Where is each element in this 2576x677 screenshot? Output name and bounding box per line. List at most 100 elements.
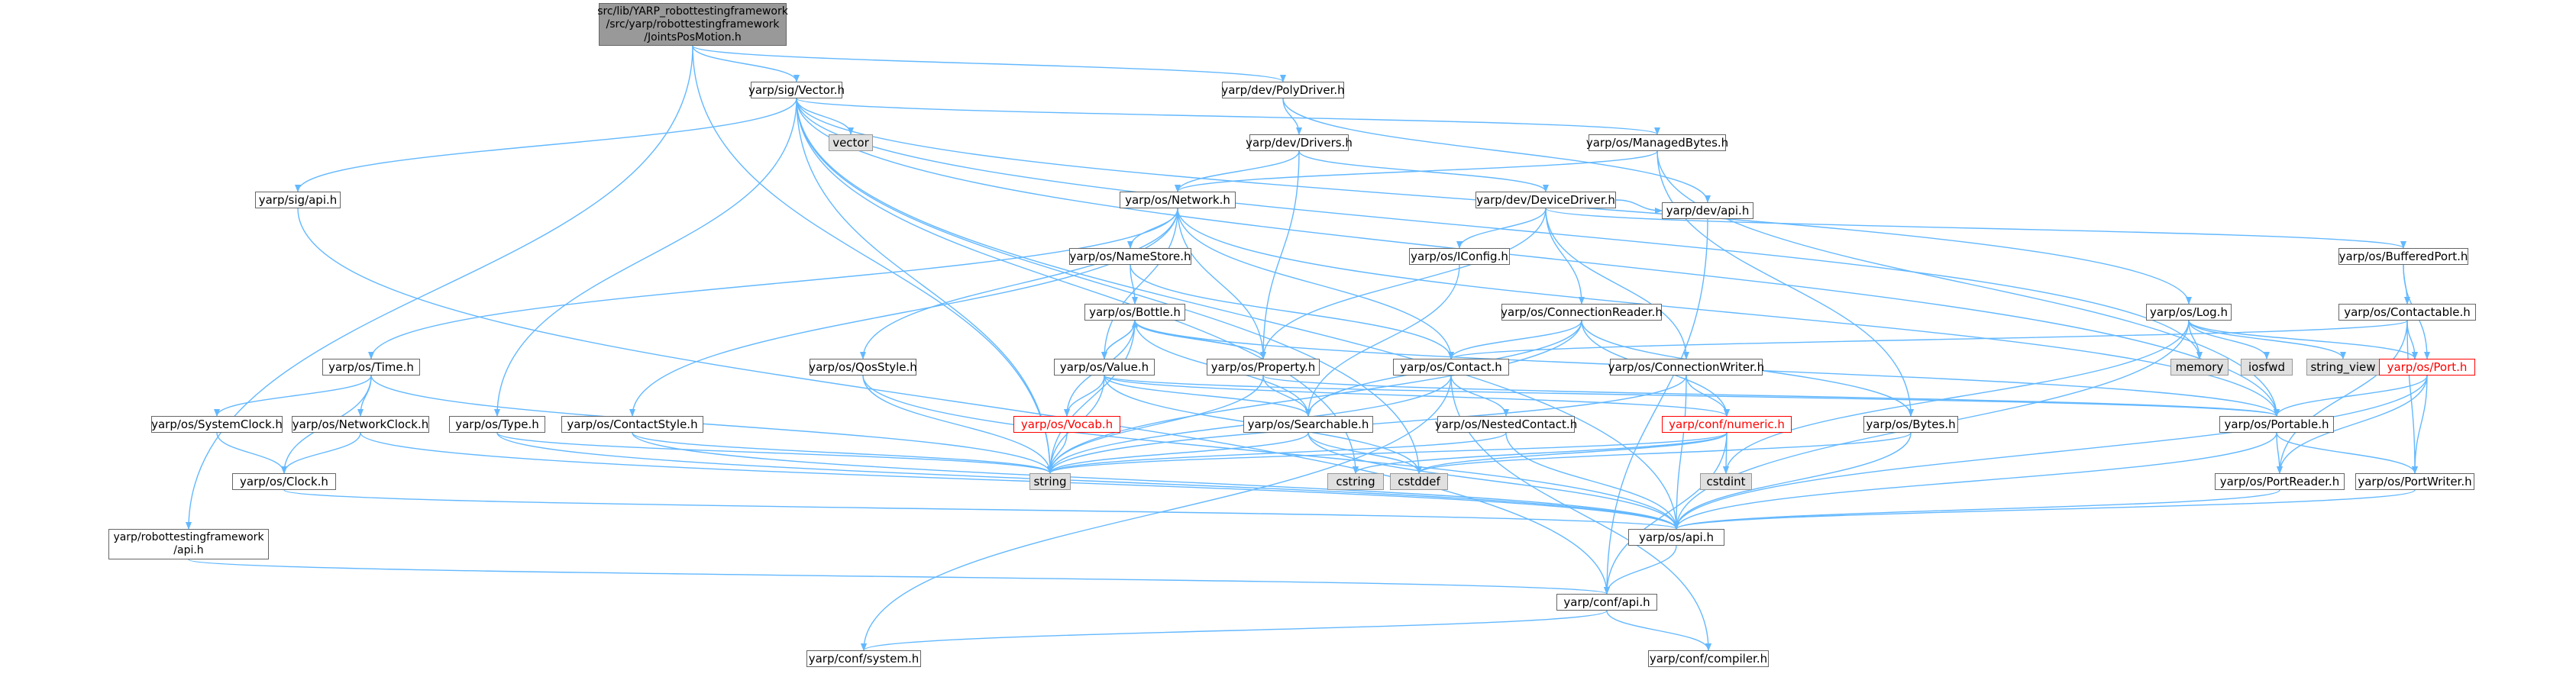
node-type-h[interactable]: yarp/os/Type.h bbox=[449, 416, 545, 433]
edge-qosstyle-h-to-os-api-h bbox=[862, 375, 1679, 530]
edge-vector-h-to-memory bbox=[796, 98, 2203, 359]
node-nestedcontact-h[interactable]: yarp/os/NestedContact.h bbox=[1435, 416, 1577, 433]
node-connectionwriter-h[interactable]: yarp/os/ConnectionWriter.h bbox=[1608, 359, 1765, 376]
node-network-h[interactable]: yarp/os/Network.h bbox=[1120, 192, 1236, 208]
node-sig-api-h[interactable]: yarp/sig/api.h bbox=[255, 192, 341, 208]
edge-type-h-to-os-api-h bbox=[496, 432, 1679, 530]
node-label: yarp/os/PortWriter.h bbox=[2358, 474, 2472, 488]
edge-log-h-to-mutex bbox=[2188, 320, 2418, 359]
edge-namestore-h-to-contact-h bbox=[1130, 264, 1454, 359]
edge-vector-h-to-managedbytes-h bbox=[796, 98, 1660, 135]
node-contact-h[interactable]: yarp/os/Contact.h bbox=[1393, 359, 1509, 376]
node-root: src/lib/YARP_robottestingframework /src/… bbox=[597, 3, 788, 46]
node-label: yarp/os/ConnectionWriter.h bbox=[1608, 359, 1765, 374]
node-vocab-h[interactable]: yarp/os/Vocab.h bbox=[1013, 416, 1120, 433]
node-dev-api-h[interactable]: yarp/dev/api.h bbox=[1662, 202, 1753, 219]
edge-vector-h-to-cstring bbox=[796, 98, 1359, 474]
node-rtf-api-h[interactable]: yarp/robottestingframework /api.h bbox=[108, 529, 269, 559]
node-clock-h[interactable]: yarp/os/Clock.h bbox=[232, 473, 336, 490]
node-managedbytes-h[interactable]: yarp/os/ManagedBytes.h bbox=[1585, 134, 1729, 151]
node-bytes-h[interactable]: yarp/os/Bytes.h bbox=[1863, 416, 1958, 433]
edge-vector-h-to-sig-api-h bbox=[295, 98, 797, 192]
edge-polydriver-h-to-drivers-h bbox=[1282, 98, 1302, 135]
edge-os-api-h-to-conf-api-h bbox=[1604, 545, 1677, 595]
node-label: string bbox=[1033, 474, 1067, 488]
edge-conf-api-h-to-compiler-h bbox=[1606, 610, 1711, 651]
edge-networkclock-h-to-os-api-h bbox=[360, 432, 1679, 530]
edge-value-h-to-portable-h bbox=[1104, 375, 2280, 417]
node-system-h[interactable]: yarp/conf/system.h bbox=[806, 650, 921, 667]
edge-vector-h-to-portable-h bbox=[796, 98, 2280, 417]
edge-property-h-to-searchable-h bbox=[1262, 375, 1311, 417]
node-label: yarp/os/ConnectionReader.h bbox=[1501, 305, 1663, 319]
node-string: string bbox=[1029, 473, 1071, 490]
edge-devicedriver-h-to-bufferedport-h bbox=[1545, 208, 2406, 249]
node-bufferedport-h[interactable]: yarp/os/BufferedPort.h bbox=[2338, 248, 2468, 265]
edge-dev-api-h-to-conf-api-h bbox=[1604, 218, 1708, 595]
edge-connectionreader-h-to-contact-h bbox=[1448, 320, 1582, 359]
node-value-h[interactable]: yarp/os/Value.h bbox=[1054, 359, 1155, 376]
node-label: yarp/os/Time.h bbox=[328, 359, 414, 374]
node-drivers-h[interactable]: yarp/dev/Drivers.h bbox=[1246, 134, 1353, 151]
edge-property-h-to-portable-h bbox=[1262, 375, 2280, 417]
edge-networkclock-h-to-clock-h bbox=[281, 432, 361, 474]
edge-managedbytes-h-to-portable-h bbox=[1656, 150, 2280, 417]
node-vector-h[interactable]: yarp/sig/Vector.h bbox=[748, 82, 845, 98]
node-label: src/lib/YARP_robottestingframework /src/… bbox=[597, 5, 788, 44]
edge-port-h-to-os-api-h bbox=[1673, 375, 2428, 530]
node-cstdint: cstdint bbox=[1700, 473, 1752, 490]
node-namestore-h[interactable]: yarp/os/NameStore.h bbox=[1069, 248, 1191, 265]
node-contactable-h[interactable]: yarp/os/Contactable.h bbox=[2338, 304, 2476, 321]
edge-devicedriver-h-to-connectionwriter-h bbox=[1545, 208, 1689, 359]
node-label: yarp/dev/api.h bbox=[1666, 203, 1750, 218]
node-portwriter-h[interactable]: yarp/os/PortWriter.h bbox=[2355, 473, 2474, 490]
edge-property-h-to-bottle-h bbox=[1132, 320, 1264, 359]
node-numeric-h[interactable]: yarp/conf/numeric.h bbox=[1662, 416, 1792, 433]
edge-value-h-to-numeric-h bbox=[1104, 375, 1730, 417]
node-networkclock-h[interactable]: yarp/os/NetworkClock.h bbox=[292, 416, 429, 433]
node-property-h[interactable]: yarp/os/Property.h bbox=[1207, 359, 1320, 376]
edge-iconfig-h-to-searchable-h bbox=[1305, 264, 1460, 417]
node-searchable-h[interactable]: yarp/os/Searchable.h bbox=[1243, 416, 1373, 433]
edge-numeric-h-to-conf-api-h bbox=[1604, 432, 1728, 595]
node-portreader-h[interactable]: yarp/os/PortReader.h bbox=[2215, 473, 2345, 490]
edge-devicedriver-h-to-iconfig-h bbox=[1456, 208, 1547, 249]
edge-property-h-to-string bbox=[1047, 375, 1264, 474]
edge-searchable-h-to-cstddef bbox=[1307, 432, 1422, 474]
node-iosfwd: iosfwd bbox=[2241, 359, 2293, 376]
node-contactstyle-h[interactable]: yarp/os/ContactStyle.h bbox=[561, 416, 703, 433]
node-polydriver-h[interactable]: yarp/dev/PolyDriver.h bbox=[1221, 82, 1345, 98]
node-os-api-h[interactable]: yarp/os/api.h bbox=[1628, 529, 1724, 546]
node-compiler-h[interactable]: yarp/conf/compiler.h bbox=[1648, 650, 1769, 667]
node-iconfig-h[interactable]: yarp/os/IConfig.h bbox=[1409, 248, 1510, 265]
edge-portable-h-to-portreader-h bbox=[2276, 432, 2283, 474]
node-qosstyle-h[interactable]: yarp/os/QosStyle.h bbox=[809, 359, 917, 376]
edge-polydriver-h-to-dev-api-h bbox=[1282, 98, 1711, 203]
node-time-h[interactable]: yarp/os/Time.h bbox=[322, 359, 420, 376]
node-devicedriver-h[interactable]: yarp/dev/DeviceDriver.h bbox=[1475, 192, 1616, 208]
edge-contactstyle-h-to-string bbox=[632, 432, 1053, 474]
node-conf-api-h[interactable]: yarp/conf/api.h bbox=[1556, 594, 1657, 611]
node-systemclock-h[interactable]: yarp/os/SystemClock.h bbox=[151, 416, 283, 433]
edge-value-h-to-vocab-h bbox=[1064, 375, 1105, 417]
edge-network-h-to-property-h bbox=[1177, 208, 1266, 359]
node-label: yarp/os/Vocab.h bbox=[1020, 417, 1113, 431]
edge-portable-h-to-portwriter-h bbox=[2276, 432, 2418, 474]
node-label: yarp/dev/PolyDriver.h bbox=[1221, 82, 1345, 97]
edge-log-h-to-string-view bbox=[2188, 320, 2346, 359]
node-connectionreader-h[interactable]: yarp/os/ConnectionReader.h bbox=[1501, 304, 1663, 321]
node-label: yarp/os/ContactStyle.h bbox=[567, 417, 698, 431]
node-label: yarp/os/Bottle.h bbox=[1089, 305, 1181, 319]
node-portable-h[interactable]: yarp/os/Portable.h bbox=[2219, 416, 2334, 433]
edge-log-h-to-memory bbox=[2188, 320, 2203, 359]
node-log-h[interactable]: yarp/os/Log.h bbox=[2146, 304, 2232, 321]
node-label: yarp/os/ManagedBytes.h bbox=[1585, 135, 1729, 150]
node-label: yarp/conf/api.h bbox=[1563, 595, 1650, 609]
node-port-h[interactable]: yarp/os/Port.h bbox=[2379, 359, 2475, 376]
edge-nestedcontact-h-to-string bbox=[1047, 432, 1507, 474]
node-memory: memory bbox=[2170, 359, 2229, 376]
node-bottle-h[interactable]: yarp/os/Bottle.h bbox=[1084, 304, 1185, 321]
edge-drivers-h-to-property-h bbox=[1260, 150, 1300, 359]
edge-network-h-to-time-h bbox=[368, 208, 1178, 359]
edge-bytes-h-to-cstddef bbox=[1416, 432, 1912, 474]
